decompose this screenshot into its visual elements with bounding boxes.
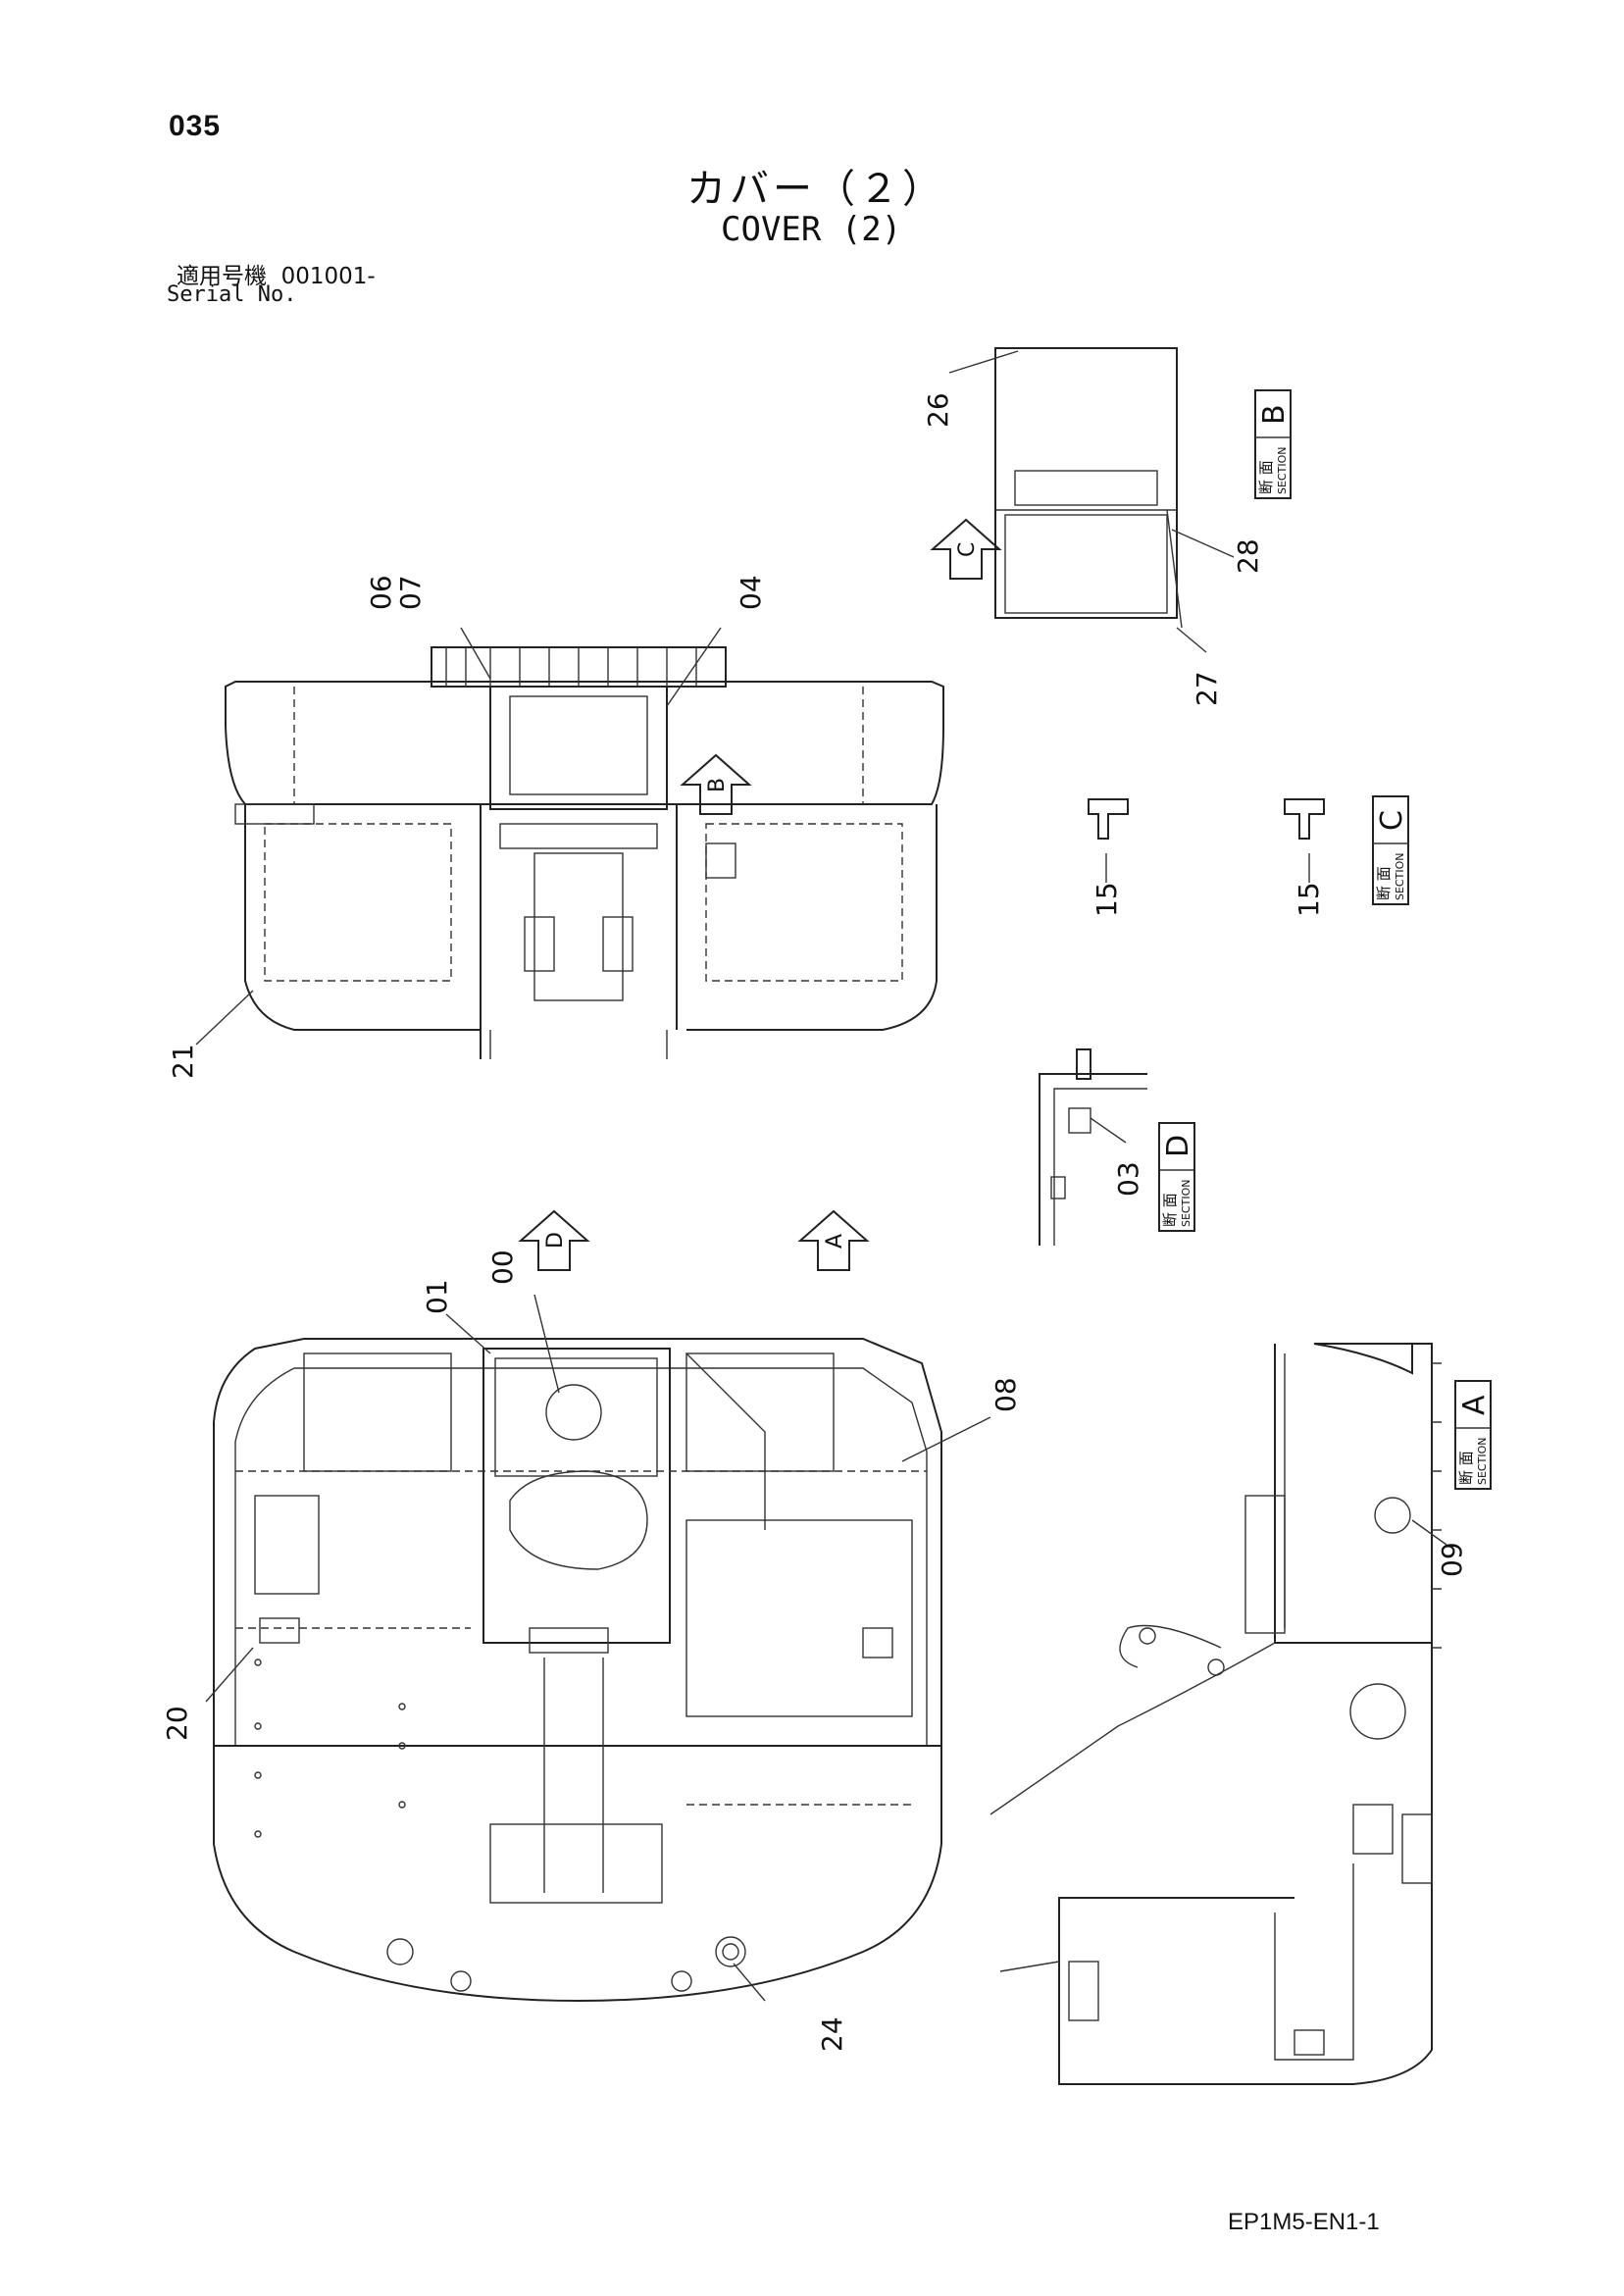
callout-15-a: 15 [1091,882,1123,917]
callout-07: 07 [394,575,427,610]
section-c-ja: 断 面 [1375,866,1393,900]
view-arrow-c-letter: C [955,542,980,557]
view-arrow-d: D [518,1209,590,1271]
section-d-en: SECTION [1180,1180,1193,1227]
view-arrow-c: C [930,518,1002,580]
section-c-letter: C [1375,810,1409,831]
callout-27: 27 [1191,671,1223,706]
section-b-detail [994,347,1183,629]
view-arrow-b-letter: B [705,778,730,792]
page-number: 035 [169,110,222,142]
section-d-letter: D [1161,1135,1195,1157]
section-b-ja: 断 面 [1257,460,1275,494]
section-a-letter: A [1457,1395,1492,1415]
callout-15-b: 15 [1293,882,1325,917]
section-c-en: SECTION [1394,853,1406,900]
section-b-letter: B [1257,404,1292,425]
leader-lines [195,350,1447,2002]
section-a-ja: 断 面 [1457,1451,1475,1485]
section-a-detail [990,1343,1442,2085]
title-english: COVER (2) [721,210,902,249]
top-view-assembly [225,646,944,1059]
callout-labels: 26 28 27 15 15 03 06 07 04 21 00 01 08 0… [161,392,1468,2052]
section-label-d: 断 面 SECTION D [1158,1122,1195,1232]
serial-label-ja-text: 適用号機 [177,264,267,289]
view-arrow-a: A [797,1209,870,1271]
section-d-detail [1039,1048,1147,1246]
callout-28: 28 [1232,538,1264,574]
callout-04: 04 [735,575,767,610]
callout-20: 20 [161,1706,193,1741]
serial-number-value: 001001- [280,264,376,289]
section-label-c: 断 面 SECTION C [1372,795,1409,905]
view-arrow-a-letter: A [823,1234,847,1249]
view-arrow-b: B [680,753,752,815]
serial-label-japanese: 適用号機 001001- [177,257,376,290]
callout-08: 08 [990,1377,1022,1412]
callout-00: 00 [486,1250,519,1285]
view-arrow-d-letter: D [543,1232,568,1249]
section-d-ja: 断 面 [1161,1193,1179,1227]
section-a-en: SECTION [1476,1438,1489,1485]
section-b-en: SECTION [1276,447,1289,494]
callout-01: 01 [421,1279,453,1314]
serial-label-english: Serial No. [167,282,297,307]
document-code: EP1M5-EN1-1 [1228,2209,1380,2235]
callout-09: 09 [1436,1542,1468,1577]
section-label-b: 断 面 SECTION B [1254,389,1292,499]
callout-21: 21 [167,1044,199,1079]
section-label-a: 断 面 SECTION A [1454,1380,1492,1490]
callout-06: 06 [365,575,397,610]
section-c-detail [1088,798,1325,840]
callout-24: 24 [816,2016,848,2052]
callout-26: 26 [922,392,954,428]
title-japanese: カバー（２） [686,167,945,212]
plan-view-assembly [213,1338,942,2003]
callout-03: 03 [1112,1161,1144,1197]
